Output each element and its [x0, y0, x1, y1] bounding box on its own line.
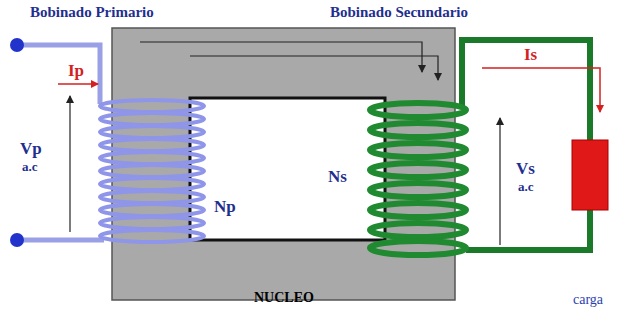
- flux-line: [140, 42, 422, 72]
- secondary-wire: [466, 208, 590, 250]
- voltage-arrow: [69, 96, 70, 232]
- turns-label: Np: [214, 198, 236, 217]
- terminal: [10, 38, 24, 52]
- turns-label: Ns: [328, 168, 347, 187]
- primary-wire: [22, 238, 104, 243]
- voltage-label: Vs: [516, 160, 535, 179]
- winding-title: Bobinado Primario: [30, 4, 154, 21]
- primary-wire: [22, 45, 100, 104]
- current-label: Ip: [68, 62, 84, 81]
- load-node: carga: [560, 136, 616, 316]
- core-window: [190, 98, 385, 240]
- voltage-arrow: [499, 118, 500, 245]
- load-resistor: [572, 140, 608, 210]
- core-node: NUCLEO: [112, 28, 455, 300]
- primary-coil: [100, 100, 204, 242]
- voltage-label: Vp: [20, 140, 42, 159]
- winding-title: Bobinado Secundario: [330, 4, 468, 21]
- terminal: [10, 233, 24, 247]
- voltage-unit: a.c: [518, 180, 534, 194]
- current-arrow: [58, 83, 98, 85]
- voltage-unit: a.c: [22, 160, 38, 174]
- core-label: NUCLEO: [254, 290, 314, 305]
- secondary-coil: [370, 103, 466, 255]
- current-label: Is: [524, 46, 537, 65]
- load-label: carga: [573, 292, 603, 307]
- secondary-wire: [462, 40, 590, 142]
- flux-line: [190, 56, 438, 80]
- current-arrow: [482, 68, 600, 112]
